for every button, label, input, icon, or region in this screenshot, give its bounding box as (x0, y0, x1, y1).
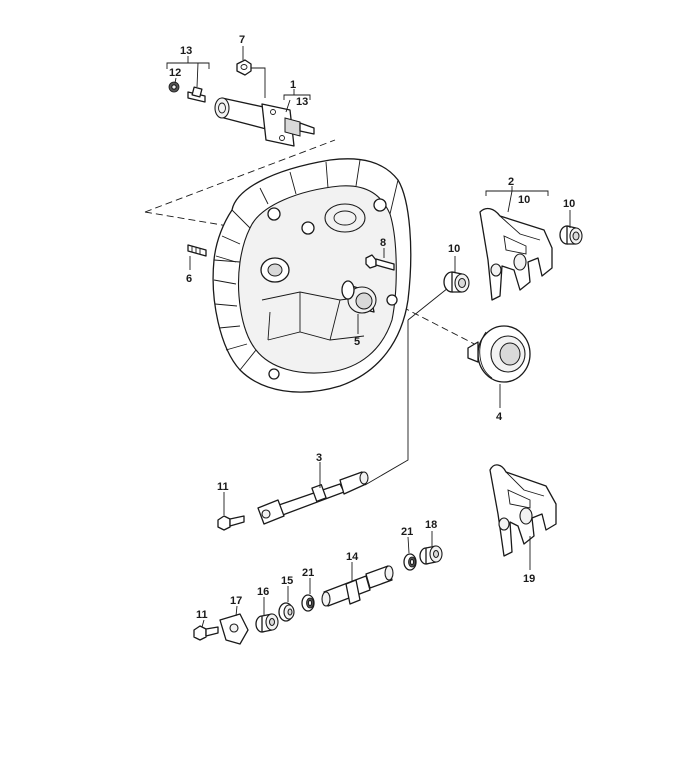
seal-part-21-upper (403, 553, 417, 571)
ring-part-15 (278, 602, 295, 622)
bracket-leaders (166, 46, 571, 628)
housing-ribs (213, 159, 361, 351)
callout-17: 17 (230, 595, 242, 607)
bush-part-16 (255, 613, 279, 633)
callout-18: 18 (425, 519, 437, 531)
bolt-part-8 (365, 254, 395, 271)
callout-10-left: 10 (448, 243, 460, 255)
callout-6: 6 (186, 273, 192, 285)
callout-15: 15 (281, 575, 293, 587)
seal-part-21-lower (301, 594, 315, 612)
bush-part-10-left (443, 271, 470, 293)
callout-4: 4 (496, 411, 503, 423)
shaft-part-14 (321, 565, 394, 607)
callout-11-upper: 11 (217, 481, 229, 493)
callout-10-fork: 10 (518, 194, 530, 206)
bush-part-10-right (559, 225, 583, 245)
callout-19: 19 (523, 573, 535, 585)
callout-1: 1 (290, 79, 296, 91)
bush-part-18 (419, 545, 443, 565)
guide-sleeve-part-5 (341, 280, 377, 314)
callout-10-right: 10 (563, 198, 575, 210)
release-fork-part-19 (489, 464, 557, 557)
slave-cylinder-assembly (168, 81, 315, 147)
bolt-part-11-upper (217, 515, 245, 531)
release-shaft-part-3 (257, 471, 369, 525)
callout-13-top: 13 (180, 45, 192, 57)
clutch-housing (212, 158, 412, 393)
callout-14: 14 (346, 551, 359, 563)
release-bearing-part-4 (467, 325, 531, 383)
callout-5: 5 (354, 336, 360, 348)
callout-21-lower: 21 (302, 567, 314, 579)
callout-labels: 1 2 3 4 5 6 7 8 10 10 10 11 11 12 13 13 … (169, 34, 575, 621)
callout-3: 3 (316, 452, 322, 464)
callout-2: 2 (508, 176, 514, 188)
callout-7: 7 (239, 34, 245, 46)
callout-16: 16 (257, 586, 269, 598)
callout-21-upper: 21 (401, 526, 413, 538)
nut-part-7 (236, 59, 252, 76)
callout-12: 12 (169, 67, 181, 79)
stud-part-6 (187, 244, 207, 257)
callout-8: 8 (380, 237, 386, 249)
bolt-part-11-lower (193, 625, 219, 641)
lever-part-17 (219, 613, 249, 645)
callout-11-lower: 11 (196, 609, 208, 621)
release-fork-part-2 (479, 207, 553, 301)
callout-13-bracket: 13 (296, 96, 308, 108)
